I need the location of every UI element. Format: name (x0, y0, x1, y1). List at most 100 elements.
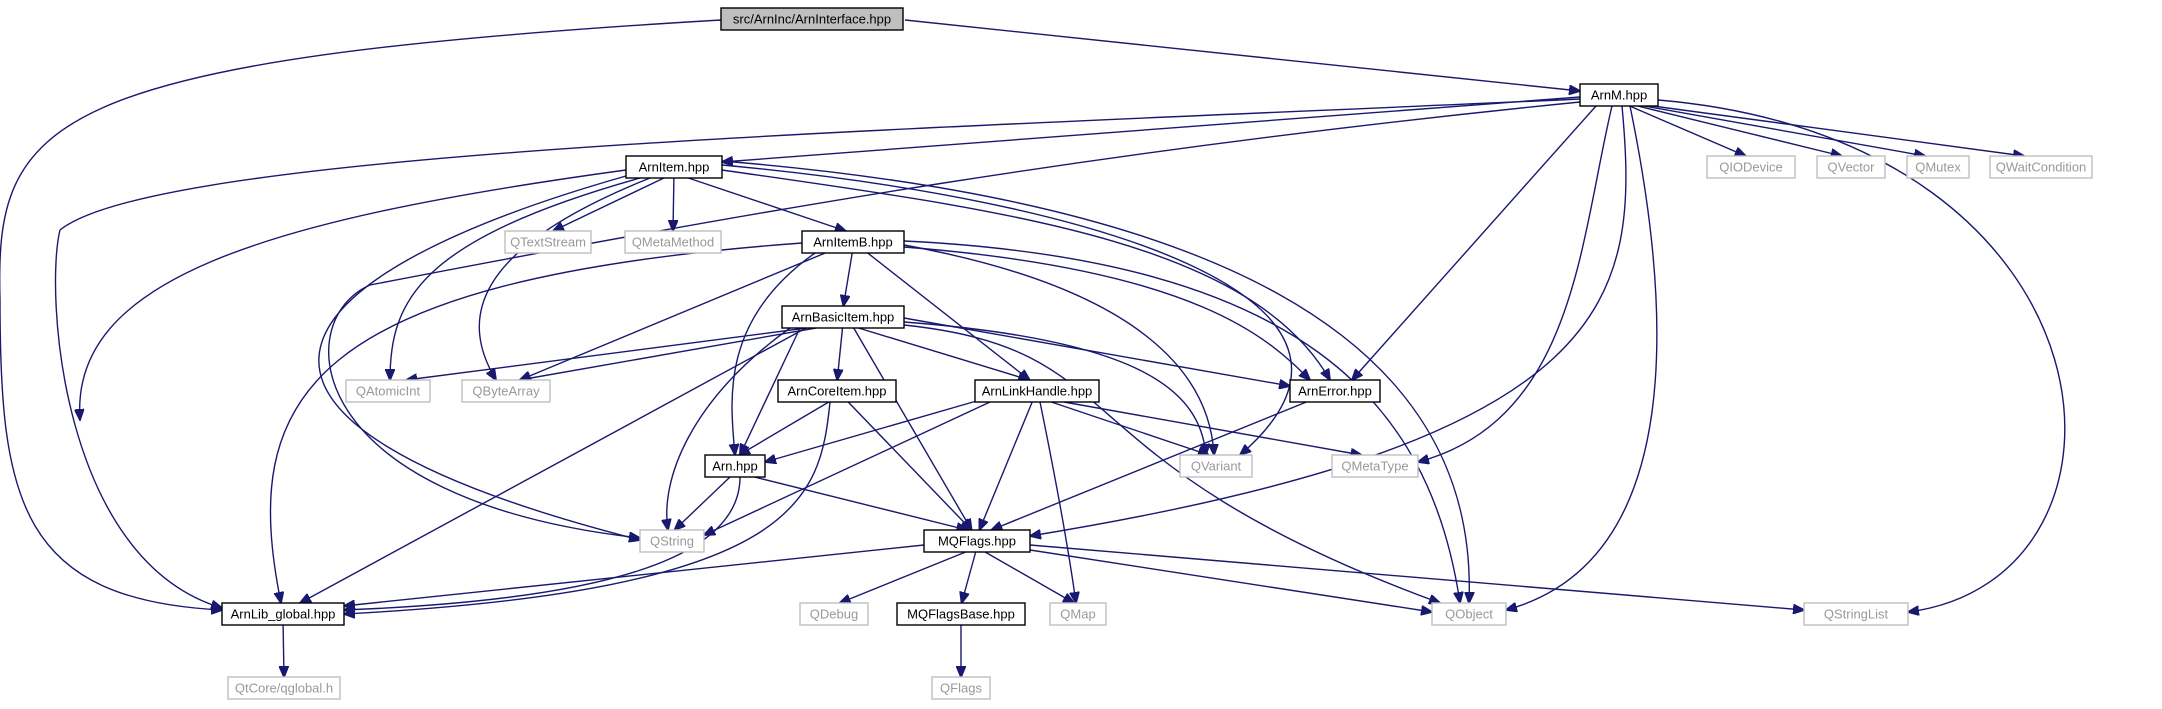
edge-arnitemb-to-arnlibglobal (269, 242, 803, 603)
node-label-qstringlist: QStringList (1824, 607, 1889, 622)
node-root[interactable]: src/ArnInc/ArnInterface.hpp (720, 7, 904, 31)
node-label-qtcoreqglobal: QtCore/qglobal.h (235, 681, 333, 696)
node-qiodevice: QIODevice (1706, 155, 1796, 179)
edge-mqflags-to-arnlibglobal (344, 544, 925, 606)
edge-arnlinkhandle-to-qmetatype (1063, 401, 1362, 455)
node-label-qmap: QMap (1060, 607, 1095, 622)
edge-arnbasicitem-to-arncoreitem (837, 327, 842, 380)
node-arnerror[interactable]: ArnError.hpp (1289, 379, 1381, 403)
node-qstring: QString (639, 529, 705, 553)
node-box-arnerror (1289, 379, 1381, 403)
edge-mqflags-to-qmap (984, 551, 1074, 603)
node-label-mqflagsbase: MQFlagsBase.hpp (907, 607, 1015, 622)
edge-arnm-to-qstringlist (1657, 99, 2066, 612)
node-label-qatomicint: QAtomicInt (356, 384, 421, 399)
edge-root-to-arnm (904, 19, 1580, 91)
node-box-qflags (931, 676, 991, 700)
node-box-mqflagsbase (896, 602, 1026, 626)
edge-arnm-to-qmutex (1644, 105, 1926, 156)
edge-root-to-arnlibglobal (0, 19, 722, 610)
edge-mqflags-to-qobject (1029, 549, 1432, 612)
node-box-mqflags (923, 529, 1031, 553)
node-arnlibglobal[interactable]: ArnLib_global.hpp (221, 602, 345, 626)
node-arnm[interactable]: ArnM.hpp (1579, 83, 1659, 107)
edge-arnlinkhandle-to-qmap (1039, 401, 1076, 603)
node-qstringlist: QStringList (1803, 602, 1909, 626)
edge-arnbasicitem-to-qobject (903, 324, 1440, 603)
node-mqflagsbase[interactable]: MQFlagsBase.hpp (896, 602, 1026, 626)
edge-arnlinkhandle-to-qvariant (1051, 401, 1209, 455)
edge-arnm-to-arnerror (1352, 105, 1597, 380)
node-label-qiodevice: QIODevice (1719, 160, 1783, 175)
edge-arnbasicitem-to-qstring (667, 327, 791, 530)
node-box-qvariant (1179, 454, 1253, 478)
edge-arncoreitem-to-arn (739, 401, 830, 455)
node-mqflags[interactable]: MQFlags.hpp (923, 529, 1031, 553)
edge-arnm-to-arnitem (722, 96, 1581, 162)
node-box-arnlinkhandle (974, 379, 1100, 403)
edge-arnitem-to-qbytearray (478, 177, 651, 380)
node-box-arnitem (625, 155, 723, 179)
node-box-arncoreitem (777, 379, 897, 403)
node-box-qobject (1431, 602, 1507, 626)
nodes: src/ArnInc/ArnInterface.hppArnM.hppArnIt… (221, 7, 2093, 700)
node-qdebug: QDebug (799, 602, 869, 626)
node-qobject: QObject (1431, 602, 1507, 626)
edge-arnitem-to-qvariant (721, 164, 1293, 455)
node-label-qwaitcondition: QWaitCondition (1996, 160, 2087, 175)
node-qbytearray: QByteArray (461, 379, 551, 403)
node-qmetatype: QMetaType (1331, 454, 1419, 478)
edge-arnitem-to-qmetamethod (673, 177, 674, 231)
node-label-arncoreitem: ArnCoreItem.hpp (788, 384, 887, 399)
node-box-qbytearray (461, 379, 551, 403)
edge-arnbasicitem-to-arnlibglobal (300, 327, 807, 603)
edge-arnbasicitem-to-arnlinkhandle (858, 327, 1030, 380)
edge-arnm-to-qvector (1637, 105, 1842, 156)
node-box-qtextstream (504, 230, 592, 254)
node-box-qmetamethod (624, 230, 722, 254)
edge-arnlibglobal-to-qtcoreqglobal (283, 624, 284, 677)
node-arnbasicitem[interactable]: ArnBasicItem.hpp (781, 305, 905, 329)
node-arnitemb[interactable]: ArnItemB.hpp (801, 230, 905, 254)
edge-arnbasicitem-to-mqflags (853, 327, 972, 530)
edge-arnm-to-qwaitcondition (1652, 105, 2024, 156)
node-label-arnm: ArnM.hpp (1591, 88, 1647, 103)
edge-arnitem-to-arnitemb (688, 177, 846, 231)
node-arnitem[interactable]: ArnItem.hpp (625, 155, 723, 179)
node-label-qflags: QFlags (940, 681, 982, 696)
node-qmap: QMap (1049, 602, 1107, 626)
node-label-qdebug: QDebug (810, 607, 858, 622)
node-box-arnlibglobal (221, 602, 345, 626)
node-qvariant: QVariant (1179, 454, 1253, 478)
node-box-qtcoreqglobal (227, 676, 341, 700)
edge-arnlinkhandle-to-arn (765, 399, 981, 462)
node-qatomicint: QAtomicInt (345, 379, 431, 403)
node-label-arnlinkhandle: ArnLinkHandle.hpp (982, 384, 1093, 399)
edge-arnitemb-to-qvariant (903, 244, 1214, 455)
edge-arnlinkhandle-to-qstring (704, 401, 991, 535)
node-box-arnm (1579, 83, 1659, 107)
node-label-mqflags: MQFlags.hpp (938, 534, 1016, 549)
node-box-qmap (1049, 602, 1107, 626)
node-qflags: QFlags (931, 676, 991, 700)
edge-arnitemb-to-arnlinkhandle (867, 252, 1030, 380)
node-arnlinkhandle[interactable]: ArnLinkHandle.hpp (974, 379, 1100, 403)
node-arn[interactable]: Arn.hpp (704, 454, 766, 478)
node-box-arn (704, 454, 766, 478)
node-arncoreitem[interactable]: ArnCoreItem.hpp (777, 379, 897, 403)
node-box-root (720, 7, 904, 31)
edge-mqflags-to-qdebug (840, 551, 966, 603)
node-label-root: src/ArnInc/ArnInterface.hpp (733, 12, 891, 27)
node-label-qvector: QVector (1828, 160, 1876, 175)
edge-arnbasicitem-to-qvariant (903, 321, 1206, 455)
edge-arn-to-arnlibglobal (344, 476, 741, 610)
edge-arnm-to-qmetatype (1418, 105, 1613, 462)
edge-arn-to-mqflags (754, 476, 967, 530)
node-label-qbytearray: QByteArray (472, 384, 540, 399)
edge-arnitemb-to-qobject (903, 240, 1460, 603)
node-label-qstring: QString (650, 534, 694, 549)
node-label-qmetatype: QMetaType (1341, 459, 1408, 474)
edge-arnitem-to-qstring (318, 175, 640, 540)
edge-arnerror-to-mqflags (991, 401, 1307, 530)
